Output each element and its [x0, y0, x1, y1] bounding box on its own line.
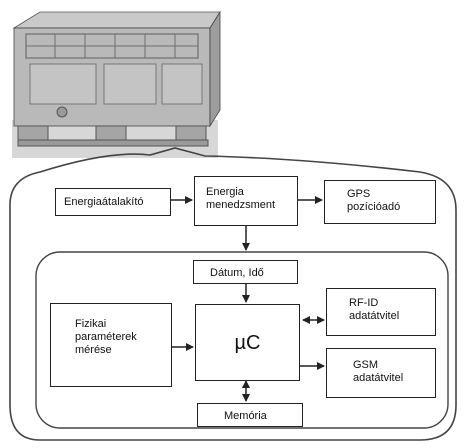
physical-params-label-1: Fizikai — [75, 318, 107, 330]
physical-params-label-3: mérése — [75, 344, 112, 356]
energy-converter-block: Energiaátalakító — [55, 188, 171, 216]
physical-params-block: Fizikai paraméterek mérése — [50, 303, 172, 387]
microcontroller-label: µC — [234, 332, 261, 354]
energy-converter-label: Energiaátalakító — [64, 196, 144, 208]
gps-label-2: pozícióadó — [347, 201, 401, 213]
gsm-label-1: GSM — [353, 359, 379, 371]
rfid-label-1: RF-ID — [349, 297, 379, 309]
photo-panel-center — [103, 63, 157, 105]
microcontroller-block: µC — [195, 304, 300, 381]
photo-base-rail — [17, 139, 209, 147]
memory-block: Memória — [197, 403, 303, 427]
memory-label: Memória — [224, 410, 267, 422]
gps-label-1: GPS — [347, 188, 371, 200]
energy-management-label-2: menedzsment — [206, 199, 276, 211]
rfid-block: RF-ID adatátvitel — [326, 288, 436, 336]
photo-side-wall — [209, 10, 221, 128]
date-time-label: Dátum, Idő — [210, 267, 264, 279]
energy-management-label-1: Energia — [206, 186, 244, 198]
photo-panel-right — [161, 63, 203, 105]
gsm-block: GSM adatátvitel — [326, 348, 436, 398]
date-time-block: Dátum, Idő — [193, 260, 298, 284]
outer-callout-frame — [9, 147, 457, 441]
photo-panel-left — [29, 63, 97, 105]
physical-params-label-2: paraméterek — [75, 331, 137, 343]
gsm-label-2: adatátvitel — [353, 372, 404, 384]
gps-block: GPS pozícióadó — [324, 180, 436, 224]
photo-drain-plug — [56, 106, 68, 118]
energy-management-block: Energia menedzsment — [194, 176, 298, 226]
inner-module-frame — [35, 251, 449, 429]
rfid-label-2: adatátvitel — [349, 310, 400, 322]
